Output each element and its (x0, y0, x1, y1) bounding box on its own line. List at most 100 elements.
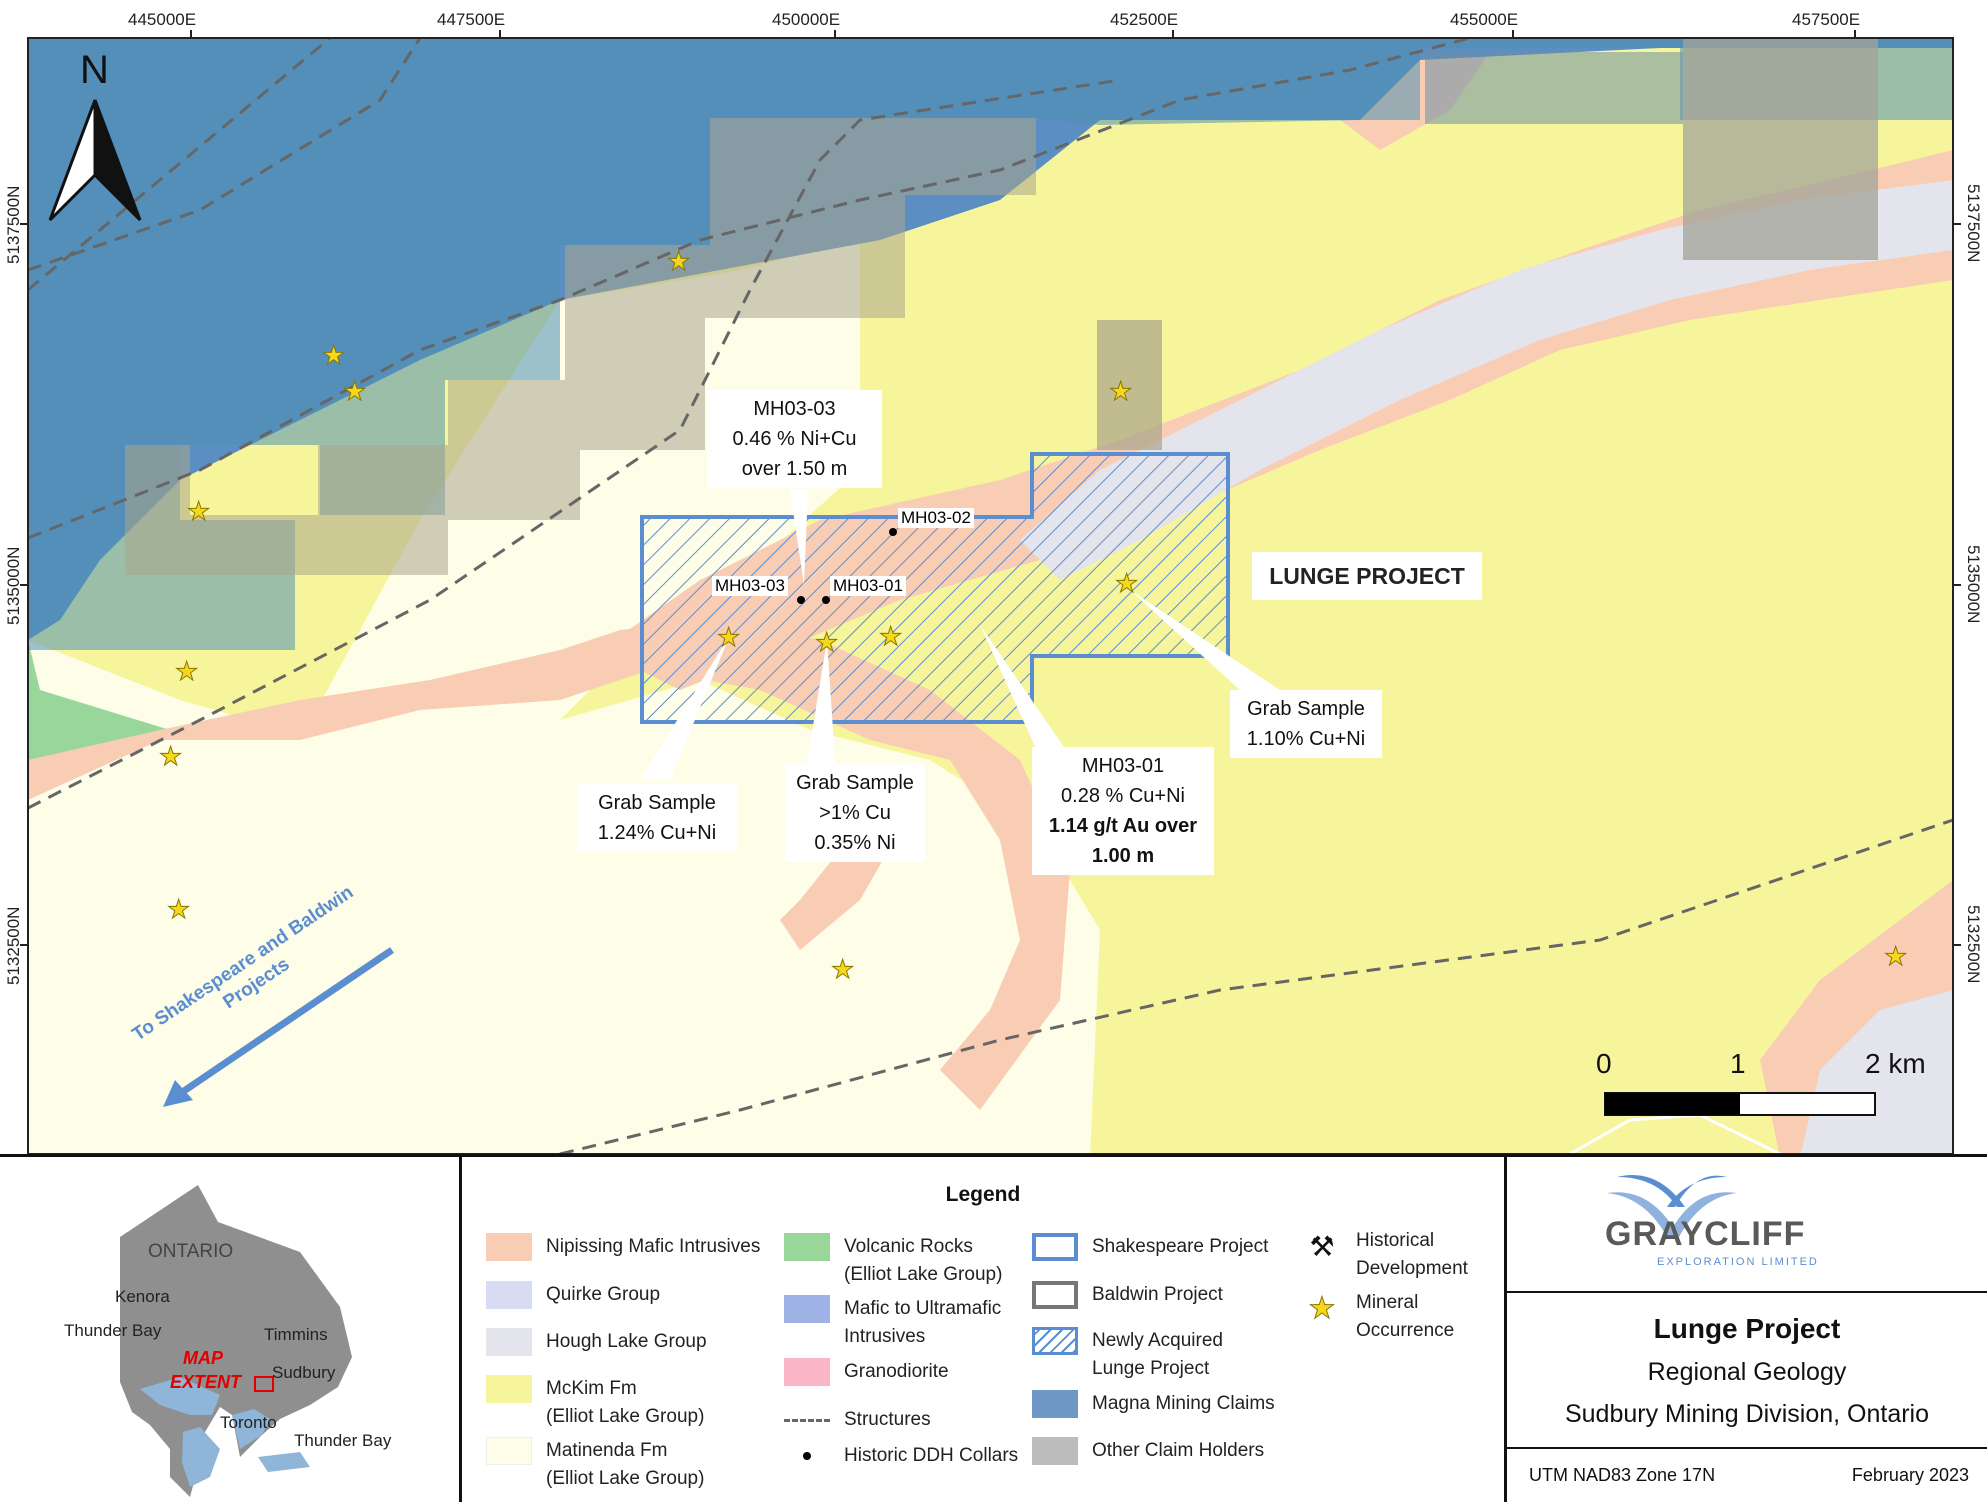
legend-label: Mineral Occurrence (1356, 1292, 1455, 1341)
inset-map-extent-label: EXTENT (170, 1372, 242, 1392)
inset-province-label: ONTARIO (148, 1241, 234, 1262)
scale-label: 0 (1596, 1048, 1612, 1079)
callout-grab-sample-2: Grab Sample >1% Cu 0.35% Ni (785, 764, 925, 862)
legend-item-hough-lake: Hough Lake Group (486, 1328, 707, 1356)
legend-swatch (1032, 1390, 1078, 1418)
pick-hammer-icon: ⚒ (1309, 1231, 1335, 1262)
scale-label: 2 km (1865, 1048, 1926, 1079)
mineral-occurrence-star-icon: ★ (1108, 376, 1133, 407)
legend-item-mineral-occurrence: ★ Mineral Occurrence (1302, 1289, 1454, 1345)
northing-label-left: 5137500N (4, 185, 23, 264)
north-label: N (80, 48, 109, 92)
project-title: Lunge Project (1653, 1313, 1841, 1344)
ddh-collar-markers (797, 528, 897, 604)
legend-label: McKim Fm (Elliot Lake Group) (546, 1378, 705, 1427)
other-claim-holders-northeast (1683, 38, 1878, 260)
extent-label-line: MAP (183, 1348, 223, 1368)
callout-line: 1.14 g/t Au over (1048, 815, 1198, 837)
legend-item-granodiorite: Granodiorite (784, 1358, 949, 1386)
legend-label: Historic DDH Collars (844, 1445, 1019, 1466)
legend-swatch (784, 1295, 830, 1323)
legend-swatch (1032, 1437, 1078, 1465)
map-subtitle: Regional Geology (1647, 1358, 1847, 1386)
legend-item-mafic-ultramafic: Mafic to Ultramafic Intrusives (784, 1295, 1001, 1351)
ddh-collar-icon (784, 1442, 830, 1470)
ddh-label: MH03-02 (898, 508, 974, 528)
callout-line: Grab Sample (1247, 698, 1365, 720)
legend-swatch (486, 1437, 532, 1465)
legend-item-magna: Magna Mining Claims (1032, 1390, 1275, 1418)
inset-city-label: Kenora (115, 1287, 170, 1306)
easting-label: 450000E (772, 10, 841, 29)
legend-label: Other Claim Holders (1092, 1440, 1265, 1461)
callout-grab-sample-1: Grab Sample 1.24% Cu+Ni (577, 784, 737, 852)
north-arrow-icon (48, 99, 142, 222)
legend-swatch (486, 1375, 532, 1403)
legend-item-lunge: Newly Acquired Lunge Project (1032, 1327, 1223, 1383)
nipissing-lower-belt (28, 620, 1070, 1110)
graticule-ticks (20, 30, 1961, 946)
date-label: February 2023 (1851, 1465, 1969, 1485)
legend-swatch (1032, 1233, 1078, 1261)
projection-label: UTM NAD83 Zone 17N (1529, 1465, 1716, 1485)
inset-city-label: Timmins (264, 1325, 328, 1344)
map-canvas (20, 30, 1961, 1155)
legend-item-matinenda: Matinenda Fm (Elliot Lake Group) (486, 1437, 704, 1493)
legend-item-volcanic: Volcanic Rocks (Elliot Lake Group) (784, 1233, 1002, 1289)
inset-city-label: Thunder Bay (64, 1321, 162, 1340)
northing-label-left: 5132500N (4, 906, 23, 985)
easting-label: 457500E (1792, 10, 1861, 29)
ddh-label: MH03-01 (830, 576, 906, 596)
callout-line: 1.24% Cu+Ni (597, 822, 717, 844)
legend-item-baldwin: Baldwin Project (1032, 1281, 1223, 1309)
mineral-occurrence-star-icon: ★ (1114, 568, 1139, 599)
callout-line: 1.00 m (1091, 845, 1155, 867)
mineral-occurrence-star-icon: ★ (666, 246, 691, 277)
mineral-occurrence-star-icon: ★ (814, 627, 839, 658)
legend-swatch (1032, 1327, 1078, 1355)
legend-item-historical-development: ⚒ Historical Development (1302, 1227, 1468, 1283)
legend-item-mckim: McKim Fm (Elliot Lake Group) (486, 1375, 704, 1431)
title-divider (1507, 1447, 1987, 1449)
scale-bar (1604, 1092, 1876, 1116)
inset-map-drawing (120, 1185, 352, 1497)
legend-item-ddh-collars: Historic DDH Collars (784, 1442, 1018, 1470)
mineral-occurrence-star-icon: ★ (158, 741, 183, 772)
ddh-label: MH03-03 (712, 576, 788, 596)
legend-label: Shakespeare Project (1092, 1236, 1269, 1257)
project-label: LUNGE PROJECT (1252, 552, 1482, 600)
company-name: GRAYCLIFF (1605, 1215, 1806, 1253)
callout-line: >1% Cu (819, 802, 891, 824)
structure-line-icon (784, 1406, 830, 1434)
callout-line: 0.35% Ni (814, 832, 896, 854)
northing-label-right: 5137500N (1964, 184, 1983, 263)
mineral-occurrence-star-icon: ★ (878, 621, 903, 652)
callout-line: 0.28 % Cu+Ni (1061, 785, 1185, 807)
northing-label-right: 5135000N (1964, 545, 1983, 624)
mineral-occurrence-star-icon: ★ (174, 656, 199, 687)
magna-claims-northeast (1425, 52, 1683, 124)
direction-arrow-icon (163, 947, 394, 1107)
easting-label: 447500E (437, 10, 506, 29)
legend-label: Historical Development (1356, 1230, 1468, 1279)
inset-map: ONTARIO Kenora Thunder Bay Timmins Sudbu… (0, 1157, 462, 1502)
scale-label: 1 (1730, 1048, 1746, 1079)
star-icon: ★ (1308, 1292, 1336, 1326)
legend-item-shakespeare: Shakespeare Project (1032, 1233, 1268, 1261)
geology-map[interactable]: ★★★★★★★★★★★★★★ 445000E 447500E 450000E 4… (0, 0, 1987, 1158)
easting-label: 455000E (1450, 10, 1519, 29)
mineral-occurrence-star-icon: ★ (716, 622, 741, 653)
legend-label: Structures (844, 1409, 931, 1430)
inset-map-extent-label: MAP (183, 1347, 223, 1369)
legend-label: Matinenda Fm (Elliot Lake Group) (546, 1440, 705, 1489)
mineral-occurrence-star-icon: ★ (186, 496, 211, 527)
legend-label: Hough Lake Group (546, 1331, 707, 1352)
northing-label-right: 5132500N (1964, 905, 1983, 984)
map-subtitle-region: Sudbury Mining Division, Ontario (1564, 1400, 1930, 1428)
graycliff-logo-icon (1607, 1175, 1737, 1237)
legend-label: Magna Mining Claims (1092, 1393, 1275, 1414)
callout-line: MH03-03 (753, 398, 836, 420)
callout-mh0301: MH03-01 0.28 % Cu+Ni 1.14 g/t Au over 1.… (1032, 747, 1214, 875)
legend-swatch (486, 1328, 532, 1356)
legend-swatch (486, 1281, 532, 1309)
